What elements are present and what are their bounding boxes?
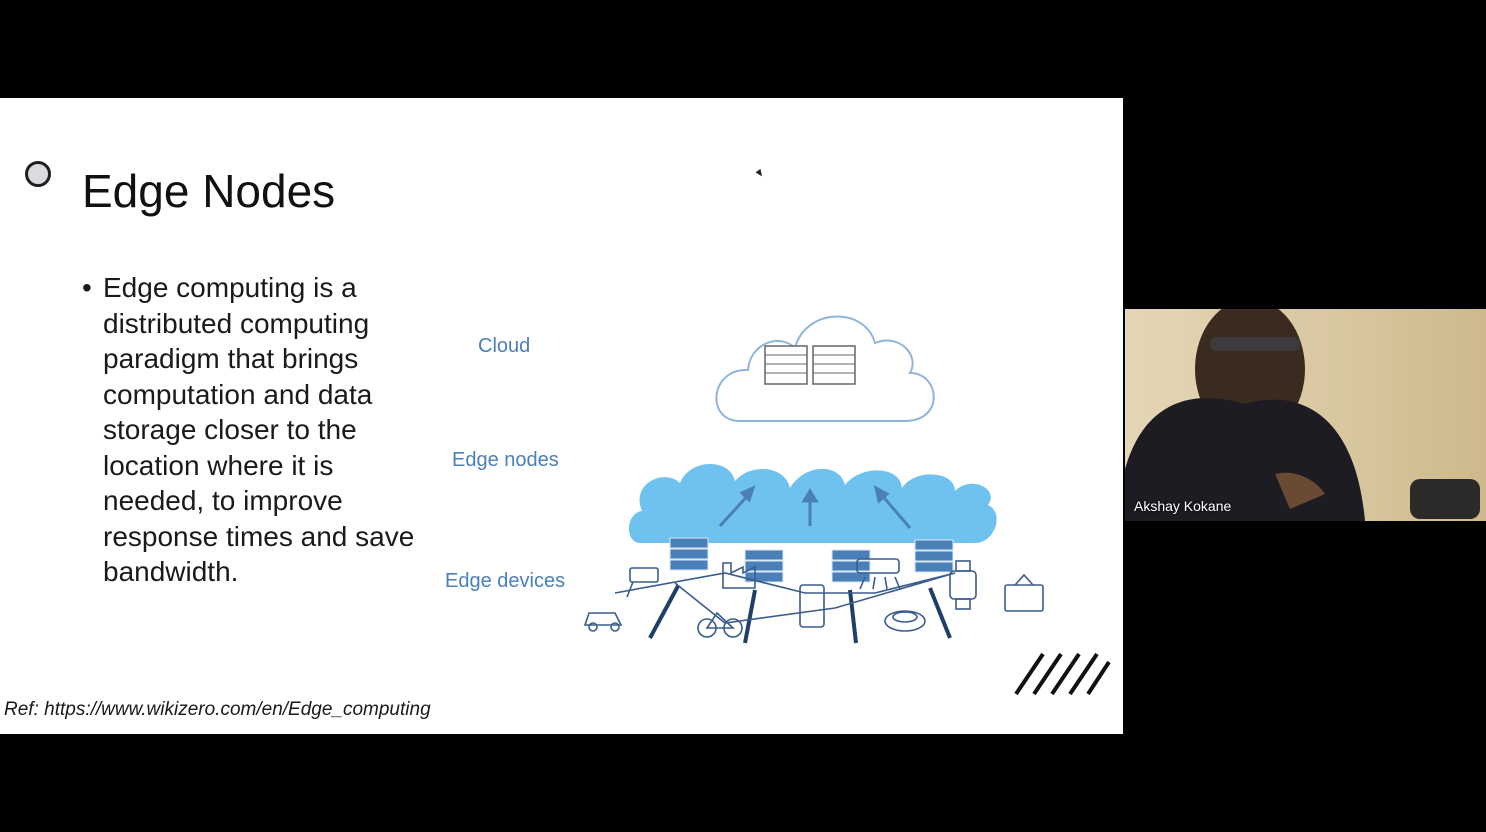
reference-text: Ref: https://www.wikizero.com/en/Edge_co… (4, 699, 431, 720)
slash-decoration (1014, 652, 1111, 696)
presentation-slide: Edge Nodes • Edge computing is a distrib… (0, 98, 1123, 734)
smartphone-icon (799, 584, 825, 628)
factory-icon (722, 562, 756, 589)
edge-devices-row (583, 558, 1044, 638)
edge-nodes-cloud (628, 463, 997, 543)
label-edge-devices: Edge devices (445, 570, 566, 592)
label-cloud: Cloud (478, 335, 531, 357)
uplink-arrows (718, 485, 912, 529)
title-circle-bullet (25, 161, 51, 187)
participant-video-tile[interactable]: Akshay Kokane (1125, 309, 1486, 521)
participant-name-label: Akshay Kokane (1134, 498, 1232, 514)
downlink-arrows (648, 585, 952, 644)
edge-server-icon (831, 549, 871, 583)
label-edge-nodes: Edge nodes (452, 449, 559, 471)
device-links (614, 572, 956, 624)
edge-server-icon (744, 549, 784, 583)
car-icon (583, 612, 623, 632)
bullet-dot: • (82, 272, 92, 303)
edge-server-icon (914, 539, 954, 573)
slide-title: Edge Nodes (82, 165, 336, 217)
camera-icon (626, 567, 659, 598)
body-bullet: • Edge computing is a distributed comput… (82, 270, 427, 590)
bullet-text: Edge computing is a distributed computin… (103, 272, 415, 587)
cloud-server-icon (764, 345, 856, 385)
air-conditioner-icon (856, 558, 901, 590)
participant-video-frame (1125, 309, 1480, 521)
robot-vacuum-icon (884, 610, 926, 632)
bicycle-icon (697, 611, 743, 638)
smartwatch-icon (949, 560, 977, 610)
edge-server-icon (669, 537, 709, 571)
edge-computing-diagram (628, 315, 997, 644)
tv-icon (1004, 573, 1044, 612)
mouse-cursor (755, 168, 765, 179)
